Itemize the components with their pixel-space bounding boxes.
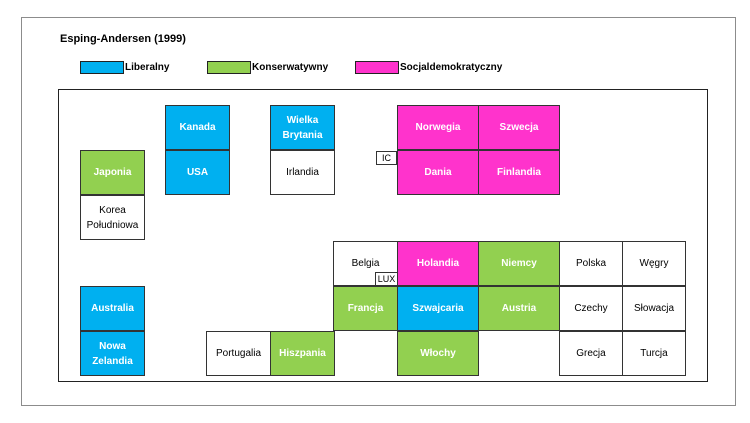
tag-ic: IC xyxy=(376,151,397,165)
tag-lux: LUX xyxy=(375,272,398,286)
cell-dania: Dania xyxy=(397,150,479,195)
cell-hiszpania: Hiszpania xyxy=(270,331,335,376)
cell-norwegia: Norwegia xyxy=(397,105,479,150)
cell-portugalia: Portugalia xyxy=(206,331,271,376)
cell-szwajcaria: Szwajcaria xyxy=(397,286,479,331)
cell-japonia: Japonia xyxy=(80,150,145,195)
cell-usa: USA xyxy=(165,150,230,195)
cell-wlochy: Włochy xyxy=(397,331,479,376)
cell-polska: Polska xyxy=(559,241,623,286)
cell-australia: Australia xyxy=(80,286,145,331)
cell-niemcy: Niemcy xyxy=(478,241,560,286)
legend-swatch-konserwatywny xyxy=(207,61,251,74)
legend-label-liberalny: Liberalny xyxy=(125,62,170,73)
legend-label-socjaldemokratyczny: Socjaldemokratyczny xyxy=(400,62,503,73)
cell-korea-poludniowa: Korea Południowa xyxy=(80,195,145,240)
cell-nowa-zelandia: Nowa Zelandia xyxy=(80,331,145,376)
legend-swatch-socjaldemokratyczny xyxy=(355,61,399,74)
cell-finlandia: Finlandia xyxy=(478,150,560,195)
cell-wielka-brytania: Wielka Brytania xyxy=(270,105,335,150)
cell-wegry: Węgry xyxy=(622,241,686,286)
cell-slowacja: Słowacja xyxy=(622,286,686,331)
outer-frame xyxy=(21,17,736,406)
cell-grecja: Grecja xyxy=(559,331,623,376)
cell-szwecja: Szwecja xyxy=(478,105,560,150)
cell-holandia: Holandia xyxy=(397,241,479,286)
legend-label-konserwatywny: Konserwatywny xyxy=(252,62,329,73)
cell-austria: Austria xyxy=(478,286,560,331)
cell-irlandia: Irlandia xyxy=(270,150,335,195)
diagram-area xyxy=(58,89,708,382)
legend-swatch-liberalny xyxy=(80,61,124,74)
cell-turcja: Turcja xyxy=(622,331,686,376)
cell-czechy: Czechy xyxy=(559,286,623,331)
cell-kanada: Kanada xyxy=(165,105,230,150)
diagram-title: Esping-Andersen (1999) xyxy=(60,33,186,45)
cell-francja: Francja xyxy=(333,286,398,331)
